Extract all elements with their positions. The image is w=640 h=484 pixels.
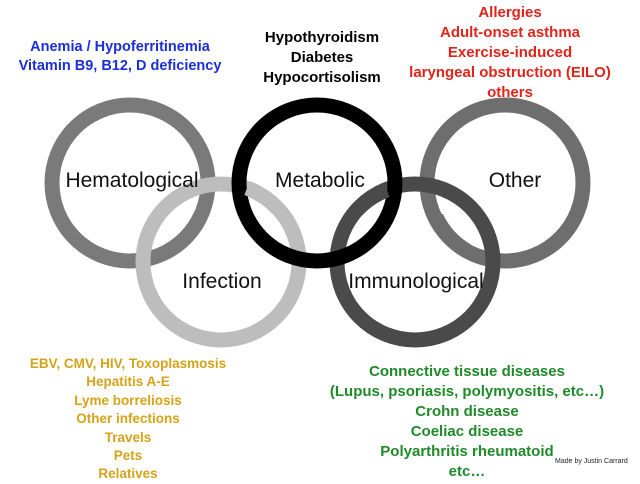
- note-line: Hypothyroidism: [264, 29, 380, 46]
- label-infection: Infection: [182, 270, 262, 293]
- note-line: Hepatitis A-E: [86, 374, 170, 390]
- note-line: Relatives: [98, 466, 158, 482]
- label-metabolic: Metabolic: [275, 169, 365, 192]
- note-line: Exercise-induced: [447, 44, 573, 61]
- label-hematological: Hematological: [65, 169, 199, 192]
- note-line: EBV, CMV, HIV, Toxoplasmosis: [29, 356, 227, 371]
- note-line: Coeliac disease: [410, 423, 524, 440]
- note-infection: EBV, CMV, HIV, Toxoplasmosis Hepatitis A…: [30, 355, 226, 484]
- note-line: laryngeal obstruction (EILO): [409, 64, 611, 81]
- ring-infection-overlap: [244, 180, 283, 214]
- note-line: Vitamin B9, B12, D deficiency: [18, 58, 222, 74]
- label-other: Other: [488, 169, 542, 192]
- note-line: Polyarthritis rheumatoid: [380, 443, 554, 460]
- note-line: others: [487, 84, 533, 101]
- ring-immunological-overlap: [351, 182, 390, 216]
- note-line: etc…: [448, 463, 486, 480]
- note-line: Allergies: [478, 4, 542, 21]
- author-credit: Made by Justin Carrard: [555, 458, 628, 465]
- ring-metabolic: [231, 97, 403, 269]
- note-line: Pets: [113, 448, 143, 464]
- ring-other-overlap: [429, 213, 472, 258]
- note-immunological: Connective tissue diseases (Lupus, psori…: [330, 362, 604, 482]
- note-line: Travels: [104, 429, 152, 445]
- note-metabolic: Hypothyroidism Diabetes Hypocortisolism: [263, 28, 381, 88]
- note-line: Adult-onset asthma: [439, 24, 580, 41]
- note-other: Allergies Adult-onset asthma Exercise-in…: [409, 3, 611, 103]
- note-hematological: Anemia / Hypoferritinemia Vitamin B9, B1…: [19, 38, 222, 76]
- ring-hematological-overlap: [164, 213, 207, 258]
- note-line: (Lupus, psoriasis, polymyositis, etc…): [329, 383, 605, 400]
- note-line: Crohn disease: [415, 403, 519, 420]
- note-line: Lyme borreliosis: [74, 392, 182, 408]
- note-line: Connective tissue diseases: [369, 363, 565, 380]
- label-immunological: Immunological: [348, 270, 484, 293]
- note-line: Other infections: [76, 411, 180, 427]
- note-line: Anemia / Hypoferritinemia: [30, 39, 210, 55]
- note-line: Hypocortisolism: [263, 69, 381, 86]
- note-line: Diabetes: [290, 49, 354, 66]
